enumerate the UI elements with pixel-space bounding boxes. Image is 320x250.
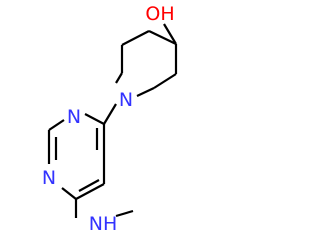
bond-c3-c2 (121, 30, 150, 46)
piperidine-nitrogen-label: N (119, 89, 133, 111)
bond-c4p-n3 (84, 113, 105, 125)
amine-substituent (74, 199, 134, 218)
bond-c4-c3 (148, 30, 177, 45)
pyrimidine-n3-label: N (67, 106, 81, 128)
bond-c6p-c5p (75, 183, 105, 200)
pyrimidine-n1-label: N (42, 167, 56, 189)
linker-bond (103, 103, 117, 125)
amine-nh-label: NH (89, 213, 118, 235)
bond-nh-ch3 (115, 209, 134, 218)
bond-c6p-c5p-inner (78, 179, 100, 192)
bond-n3-c2p-outer (48, 119, 65, 131)
hydroxyl-label: OH (145, 3, 174, 25)
bond-c4-oh (163, 23, 177, 45)
pyrimidine-ring (47, 113, 106, 200)
bond-n1-c6p (61, 187, 77, 200)
piperidine-ring (115, 23, 178, 97)
bond-c6-n1 (136, 87, 155, 97)
bond-n-pyrimidine-c (103, 103, 117, 125)
chemical-structure: OH N N N NH (42, 3, 178, 235)
bond-n1-c6a (115, 72, 123, 84)
bond-c5-c6 (153, 73, 177, 89)
